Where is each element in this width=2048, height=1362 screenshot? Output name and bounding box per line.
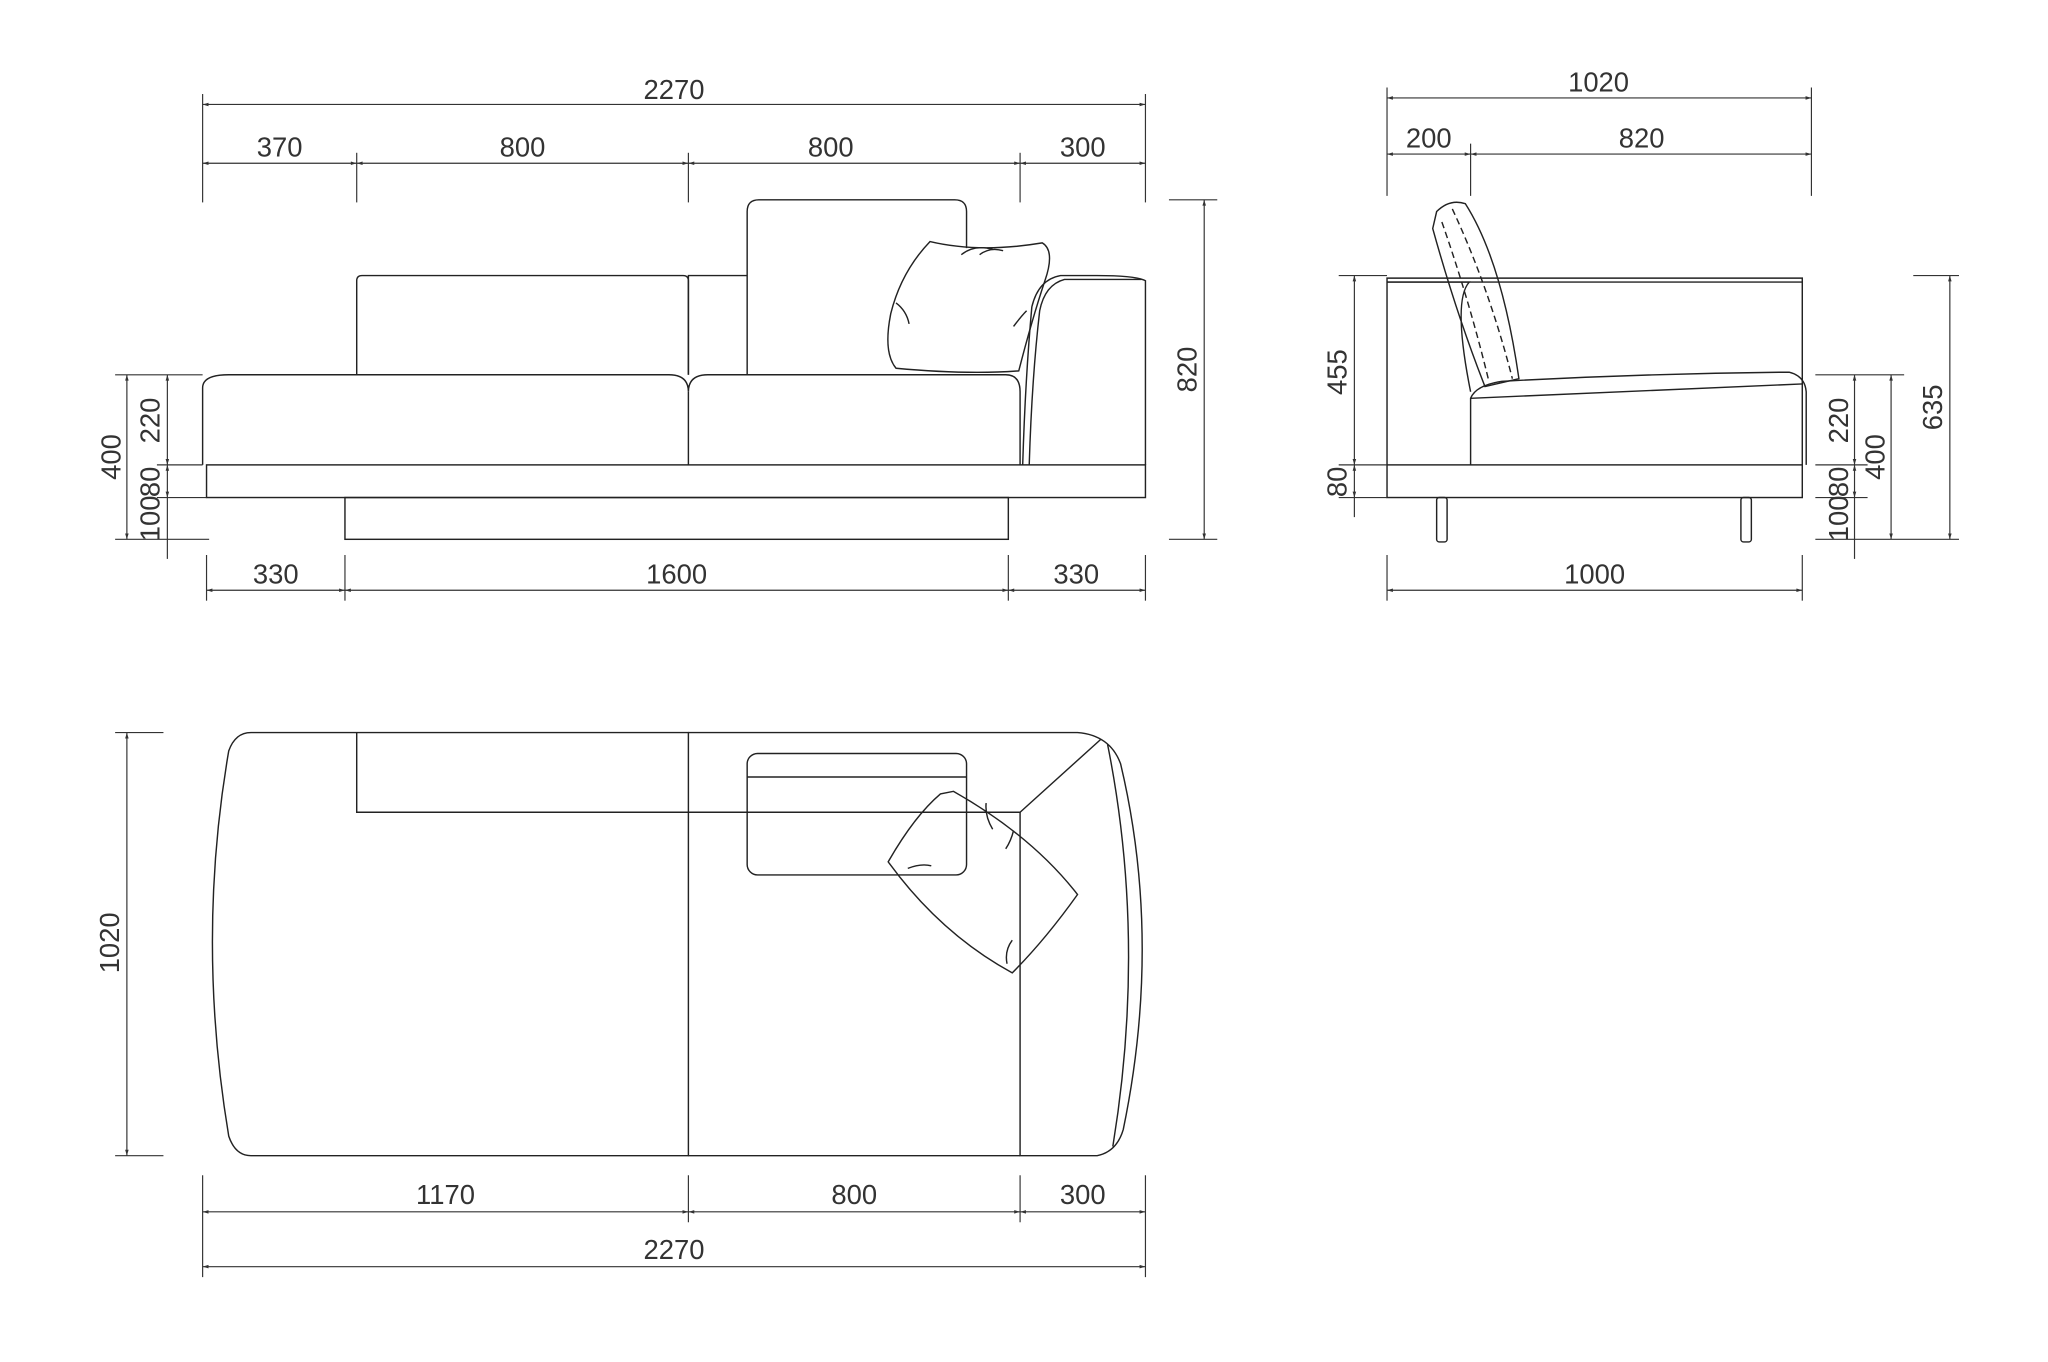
dim-side-arm-height: 455 [1322,349,1353,395]
dim-front-seg-1: 370 [257,132,303,163]
dim-front-seat-total: 400 [95,434,126,480]
top-back-cushion [746,752,968,876]
dim-top-depth: 1020 [94,912,125,973]
dim-top-seg-3: 300 [1060,1179,1106,1210]
side-sofa-outline [1386,201,1807,543]
front-view: 2270 370 800 800 300 400 220 80 100 820 [95,74,1218,601]
dim-side-leg: 100 [1823,496,1854,542]
dim-front-bottom-2: 1600 [646,559,707,590]
dim-front-seg-4: 300 [1060,132,1106,163]
dim-top-overall-width: 2270 [644,1234,705,1265]
dim-side-seg-2: 820 [1619,123,1665,154]
dim-front-seat-cushion: 220 [135,398,166,444]
throw-pillow [887,240,1051,374]
top-sofa-outline [211,731,1143,1157]
dim-side-overall-depth: 1020 [1568,66,1629,97]
dim-side-base-left: 80 [1322,467,1353,497]
top-view: 1020 1170 800 300 2270 [94,731,1147,1278]
dim-front-seg-3: 800 [808,132,854,163]
dim-front-base: 80 [135,467,166,497]
top-dimensions: 1020 1170 800 300 2270 [94,731,1147,1278]
dim-side-base-right: 80 [1823,467,1854,497]
dim-front-height: 820 [1171,347,1202,393]
front-dimensions: 2270 370 800 800 300 400 220 80 100 820 [95,74,1218,601]
dim-side-seat-cushion: 220 [1823,398,1854,444]
side-dimensions: 1020 200 820 455 80 220 80 100 400 [1322,66,1959,601]
dim-top-seg-1: 1170 [416,1179,475,1210]
dim-side-seat-total: 400 [1860,434,1891,480]
dim-side-arm-total: 635 [1917,385,1948,431]
dim-front-overall-width: 2270 [644,74,705,105]
dim-side-bottom-depth: 1000 [1564,559,1625,590]
dim-front-seg-2: 800 [500,132,546,163]
dim-top-seg-2: 800 [831,1179,877,1210]
front-sofa-outline [201,199,1147,541]
dim-side-seg-1: 200 [1406,123,1452,154]
dim-front-bottom-3: 330 [1053,559,1099,590]
dim-front-plinth: 100 [135,496,166,542]
dim-front-bottom-1: 330 [253,559,299,590]
top-throw-pillow [887,790,1079,974]
side-back-cushion [1431,201,1520,388]
side-view: 1020 200 820 455 80 220 80 100 400 [1322,66,1959,601]
